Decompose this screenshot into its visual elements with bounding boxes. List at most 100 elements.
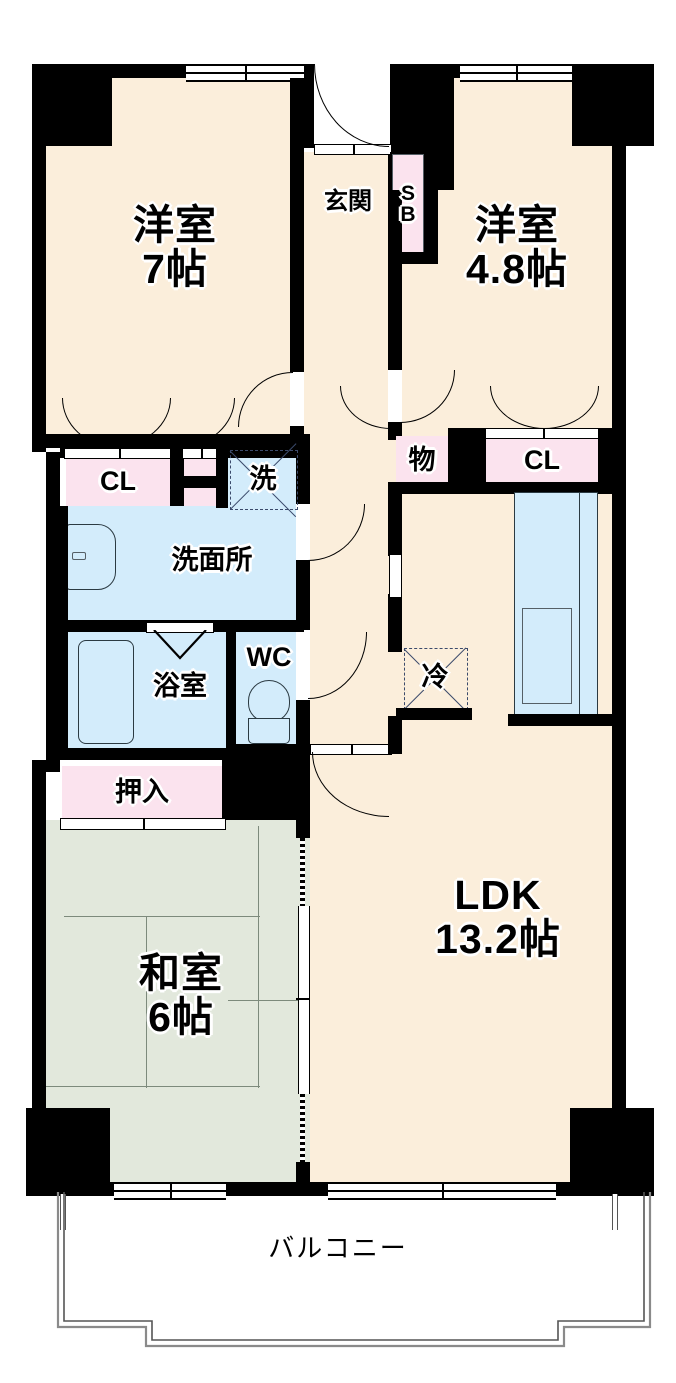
pillar-top-left xyxy=(32,64,112,146)
wall-corridor-right-upper xyxy=(388,190,402,254)
window-bedroom-small-top xyxy=(460,64,572,82)
kitchen-sink xyxy=(522,608,572,704)
wall-monoire-right xyxy=(448,428,476,486)
window-mullion xyxy=(245,66,247,80)
closet-bedroom-small-doors[interactable] xyxy=(484,428,602,439)
window-tatami-bottom xyxy=(114,1182,226,1200)
wall-corridor-right-c xyxy=(388,716,402,742)
bathroom-entry-door[interactable] xyxy=(146,622,214,633)
room-size: 13.2帖 xyxy=(435,916,561,962)
wall-corridor-left-low xyxy=(296,700,310,752)
wall-tick-left xyxy=(60,1194,66,1230)
room-label-toilet: WC xyxy=(246,642,292,673)
wall-closet-bedroom-small-left xyxy=(476,428,486,486)
bathtub xyxy=(78,640,134,744)
room-label-ldk: LDK 13.2帖 xyxy=(388,852,608,982)
door-opening-toilet[interactable] xyxy=(296,630,310,700)
room-label-tatami: 和室 6帖 xyxy=(108,930,254,1060)
wall-fridge-bottom xyxy=(396,708,472,720)
wall-corridor-right-a xyxy=(388,494,402,556)
closet-strip-upper xyxy=(184,458,216,476)
toilet-bowl xyxy=(248,680,290,722)
tatami-seam-v1 xyxy=(146,916,148,1088)
pillar-top-right xyxy=(572,64,654,146)
closet-label-bedroom-main: CL xyxy=(100,466,136,497)
room-name: LDK xyxy=(454,871,542,918)
door-opening-washroom[interactable] xyxy=(296,504,310,560)
shoe-box-letter-s: S xyxy=(400,182,415,205)
storage-label-monoire: 物 xyxy=(408,445,436,476)
entrance-door-jamb-left xyxy=(304,64,314,148)
closet-bedroom-main-doors[interactable] xyxy=(64,448,174,459)
wall-bathroom-right xyxy=(226,630,236,756)
tatami-seam-h1 xyxy=(64,916,260,918)
closet-oshiire xyxy=(62,766,222,820)
room-label-washroom: 洗面所 xyxy=(171,545,253,576)
wall-shoe-box-right xyxy=(424,146,438,258)
wall-oshiire-right xyxy=(222,756,310,820)
exterior-wall-left-mid xyxy=(46,452,60,772)
room-label-balcony: バルコニー xyxy=(268,1232,408,1263)
wall-bathroom-bottom xyxy=(60,748,236,760)
wall-washer-left xyxy=(216,440,228,508)
room-name: 和室 xyxy=(139,949,223,996)
washer-space-marker xyxy=(230,450,298,510)
kitchen-counter-edge xyxy=(580,492,598,718)
wall-bedroom-small-bottom-l xyxy=(388,420,402,440)
wall-monoire-bottom xyxy=(388,482,476,494)
wall-bathroom-left xyxy=(60,630,68,756)
wall-corridor-left-mid xyxy=(296,560,310,630)
room-size: 6帖 xyxy=(148,994,214,1040)
fixture-label-washer: 洗 xyxy=(249,464,277,495)
window-bedroom-main-top xyxy=(186,64,304,82)
fusuma-dots-upper xyxy=(300,838,305,906)
closet-strip-door[interactable] xyxy=(182,448,220,459)
pillar-bottom-left xyxy=(26,1108,110,1194)
door-opening-bedroom-small[interactable] xyxy=(388,370,402,422)
label-shoe-box: S B xyxy=(392,162,424,246)
wall-tick-right xyxy=(612,1194,618,1230)
room-fill-entrance xyxy=(304,152,400,252)
toilet-tank xyxy=(248,718,290,744)
door-opening-bedroom-main[interactable] xyxy=(290,372,304,426)
room-size: 7帖 xyxy=(142,246,208,292)
wall-closet-bedroom-small-bottom xyxy=(476,482,612,494)
closet-bedroom-main xyxy=(66,458,170,506)
tatami-seam-h3 xyxy=(228,1000,310,1002)
entrance-door-sill[interactable] xyxy=(314,144,392,155)
exterior-wall-right-lower xyxy=(612,436,626,1114)
wall-closet-main-right xyxy=(170,448,184,506)
closet-bedroom-small xyxy=(484,436,600,484)
fusuma-dots-lower xyxy=(300,1094,305,1162)
wall-washer-bay-top xyxy=(226,440,304,450)
window-mullion xyxy=(170,1184,172,1198)
wall-corridor-right-b xyxy=(388,594,402,652)
storage-monoire xyxy=(396,436,448,484)
room-size: 4.8帖 xyxy=(466,246,568,292)
wall-shoe-box-bottom xyxy=(390,252,438,264)
shoe-box-letter-b: B xyxy=(400,203,416,226)
wall-washroom-left xyxy=(60,506,68,624)
wall-tatami-ldk-upper xyxy=(296,820,310,838)
wall-ldk-door-right xyxy=(388,742,402,754)
window-ldk-bottom xyxy=(328,1182,556,1200)
corridor-ldk-sliding-panel[interactable] xyxy=(389,554,402,598)
oshiire-sliding-doors[interactable] xyxy=(60,818,226,830)
room-name: 洋室 xyxy=(133,201,217,248)
wall-closet-bedroom-small-right xyxy=(598,428,612,486)
closet-strip-lower xyxy=(184,488,216,506)
exterior-wall-top-left xyxy=(100,64,208,78)
closet-label-oshiire: 押入 xyxy=(115,777,169,808)
wall-kitchen-counter-bottom xyxy=(508,714,612,726)
wall-bedroom-main-right xyxy=(290,78,304,434)
fusuma-panel-seam xyxy=(296,998,310,1000)
fusuma-panel[interactable] xyxy=(298,906,310,1094)
exterior-wall-bottom-seg3 xyxy=(552,1182,654,1196)
room-label-entrance: 玄関 xyxy=(324,188,372,216)
room-label-bedroom-small: 洋室 4.8帖 xyxy=(424,182,610,312)
pillar-bottom-right xyxy=(570,1108,654,1194)
window-mullion xyxy=(442,1184,444,1198)
room-name: 洋室 xyxy=(475,201,559,248)
vanity-faucet xyxy=(72,552,86,560)
